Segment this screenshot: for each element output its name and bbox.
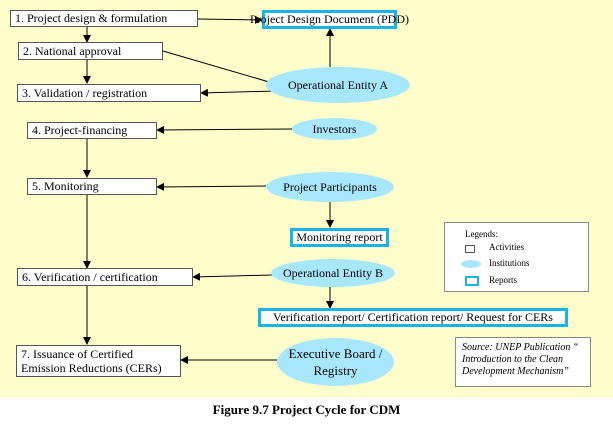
legend-report-swatch [465,276,479,286]
report-pdd: Project Design Document (PDD) [250,10,409,29]
activity-verification-certification: 6. Verification / certification [17,268,193,286]
institution-operational-entity-b: Operational Entity B [271,259,395,287]
arrow-entity-a-to-validation [200,88,277,97]
institution-project-participants: Project Participants [266,172,394,202]
source-note: Source: UNEP Publication “ Introduction … [455,337,591,387]
report-monitoring: Monitoring report [290,228,389,247]
source-line-3: Development Mechanism” [462,366,569,377]
arrow-entity-b-to-verification [192,272,273,281]
arrow-participants-to-monitoring [156,182,267,191]
executive-board-line-1: Executive Board / [288,346,383,361]
legend-activity-label: Activities [489,242,524,252]
institution-operational-entity-a: Operational Entity A [266,67,410,103]
institution-investors: Investors [292,118,377,140]
source-line-2: Introduction to the Clean [462,354,564,365]
legend-report-label: Reports [489,275,517,285]
activity-project-design: 1. Project design & formulation [10,10,198,27]
issuance-line-1: 7. Issuance of Certified [21,347,133,361]
connector-layer [83,15,334,364]
arrow-approval-to-entity-a [162,50,277,86]
activity-national-approval: 2. National approval [18,42,163,60]
activity-monitoring: 5. Monitoring [27,178,157,195]
legend-institution-label: Institutions [489,258,530,268]
arrow-design-to-pdd [197,15,263,24]
arrow-investors-to-financing [156,125,294,134]
institution-executive-board-registry: Executive Board / Registry [277,338,394,386]
legend-institution-swatch [461,260,481,268]
legend-title: Legends: [465,229,498,239]
legend-activity-swatch [465,245,475,253]
executive-board-line-2: Registry [313,363,358,378]
report-verification-certification: Verification report/ Certification repor… [258,308,568,327]
activity-project-financing: 4. Project-financing [27,122,157,139]
activity-validation-registration: 3. Validation / registration [17,84,201,102]
issuance-line-2: Emission Reductions (CERs) [21,361,162,375]
activity-issuance-of-cers: 7. Issuance of Certified Emission Reduct… [16,345,181,377]
legend: Legends: Activities Institutions Reports [444,222,589,292]
source-line-1: Source: UNEP Publication “ [462,342,579,353]
figure-caption: Figure 9.7 Project Cycle for CDM [212,402,401,417]
